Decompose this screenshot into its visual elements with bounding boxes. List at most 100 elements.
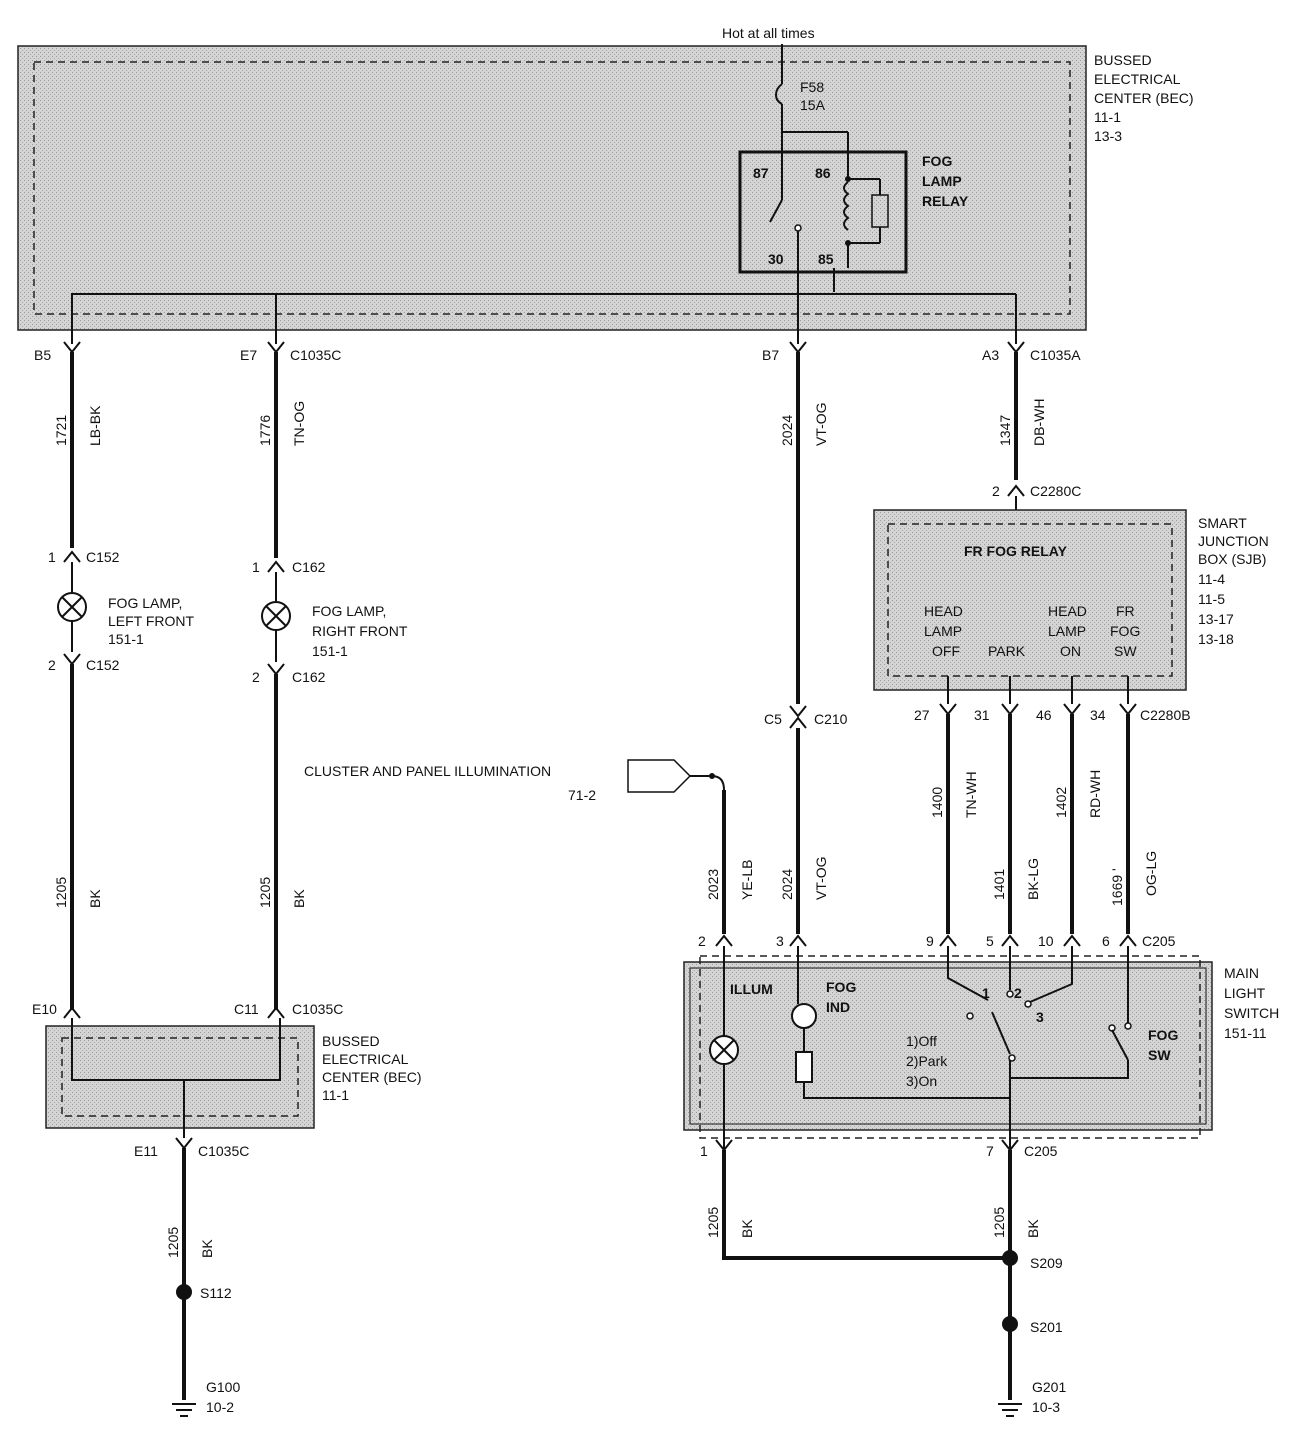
switch-contact-1: 1 [982,985,990,1001]
conn-c1035c-out: C1035C [198,1143,249,1159]
splice-s209-icon [1002,1250,1018,1266]
wire-1402-num: 1402 [1053,787,1069,818]
conn-c5: C5 [764,711,782,727]
sjb-pin-31: 31 [974,707,990,723]
wire-2024b-num: 2024 [779,869,795,900]
sjb-label-4: 11-5 [1198,591,1225,607]
relay-pin-30: 30 [768,251,784,267]
lamp-right-label-1: RIGHT FRONT [312,623,408,639]
conn-e11: E11 [134,1143,158,1159]
wire-1776-color: TN-OG [291,401,307,446]
sjb-box [873,509,1187,691]
lamp-left-label-1: LEFT FRONT [108,613,195,629]
bec-bottom-label-2: CENTER (BEC) [322,1069,422,1085]
relay-pin-85: 85 [818,251,834,267]
lamp-left-conn2: C152 [86,657,120,673]
cluster-label: CLUSTER AND PANEL ILLUMINATION [304,763,551,779]
splice-s112: S112 [200,1285,232,1301]
bec-top-label-3: 11-1 [1094,109,1121,125]
sjb-col4-1: FOG [1110,623,1140,639]
conn-c1035c-top: C1035C [290,347,341,363]
relay-label-1: LAMP [922,173,962,189]
wire-1205-switch-left [722,1150,1010,1260]
wire-1205a-num: 1205 [53,877,69,908]
lamp-left-conn1: C152 [86,549,120,565]
splice-s112-icon [176,1284,192,1300]
wire-1205e-color: BK [1025,1219,1041,1238]
conn-e7: E7 [240,347,257,363]
sjb-pin-27: 27 [914,707,930,723]
wire-1205d-color: BK [739,1219,755,1238]
splice-s201-icon [1002,1316,1018,1332]
relay-box [738,150,908,274]
switch-pin-6: 6 [1102,933,1110,949]
fog-indicator-icon [791,1003,817,1029]
wire-1205b-color: BK [291,889,307,908]
wire-1205c-color: BK [199,1239,215,1258]
sjb-conn-bottom: C2280B [1140,707,1191,723]
wire-2024a-color: VT-OG [813,402,829,446]
sjb-pin2: 2 [992,483,1000,499]
wire-1402-color: RD-WH [1087,770,1103,818]
wire-1401-num: 1401 [991,869,1007,900]
sjb-col3-0: HEAD [1048,603,1087,619]
wire-1401-color: BK-LG [1025,858,1041,900]
bec-top-label-1: ELECTRICAL [1094,71,1181,87]
sjb-conn-top: C2280C [1030,483,1081,499]
sjb-label-5: 13-17 [1198,611,1234,627]
sjb-label-1: JUNCTION [1198,533,1269,549]
lamp-left-pin2: 2 [48,657,56,673]
lamp-left-label-0: FOG LAMP, [108,595,182,611]
sjb-col1-1: LAMP [924,623,962,639]
sjb-label-3: 11-4 [1198,571,1225,587]
switch-wiper [991,1011,1011,1055]
bec-top-label-2: CENTER (BEC) [1094,90,1194,106]
fog-sw-label-0: FOG [1148,1027,1178,1043]
conn-a3: A3 [982,347,999,363]
wire-2024a-num: 2024 [779,415,795,446]
switch-pin-10: 10 [1038,933,1054,949]
conn-c1035c-bottom: C1035C [292,1001,343,1017]
switch-pin-9: 9 [926,933,934,949]
fuse-rating: 15A [800,97,826,113]
fog-ind-label-1: IND [826,999,850,1015]
wire-1205d-num: 1205 [705,1207,721,1238]
lamp-left-pin1: 1 [48,549,56,565]
fog-ind-label-0: FOG [826,979,856,995]
fuse-id: F58 [800,79,824,95]
cluster-connector-icon [627,759,692,793]
conn-c210: C210 [814,711,848,727]
lamp-right-label-0: FOG LAMP, [312,603,386,619]
wire-1400-color: TN-WH [963,771,979,818]
sjb-col4-2: SW [1114,643,1137,659]
switch-pin-br: 7 [986,1143,994,1159]
switch-pin-5: 5 [986,933,994,949]
splice-s209: S209 [1030,1255,1063,1271]
fog-ind-resistor-icon [795,1051,813,1083]
switch-conn-bottom: C205 [1024,1143,1058,1159]
wire-1347-num: 1347 [997,415,1013,446]
relay-pin-87: 87 [753,165,769,181]
ground-g201: G201 [1032,1379,1066,1395]
ground-g201-ref: 10-3 [1032,1399,1060,1415]
sjb-col1-0: HEAD [924,603,963,619]
switch-pin-2: 2 [698,933,706,949]
cluster-ref: 71-2 [568,787,596,803]
sjb-pin-46: 46 [1036,707,1052,723]
wire-2023-color: YE-LB [739,860,755,900]
bec-bottom-box [45,1025,315,1129]
conn-b5: B5 [34,347,51,363]
lamp-right-pin1: 1 [252,559,260,575]
wire-2023-num: 2023 [705,869,721,900]
ground-g201-icon [998,1403,1022,1417]
wire-1669-num: 1669 ' [1109,868,1125,906]
conn-e10: E10 [32,1001,57,1017]
switch-label-2: SWITCH [1224,1005,1279,1021]
bec-top-label-0: BUSSED [1094,52,1152,68]
ground-g100: G100 [206,1379,240,1395]
sjb-label-6: 13-18 [1198,631,1234,647]
lamp-right-conn1: C162 [292,559,326,575]
bec-internal-bus [71,293,1016,344]
